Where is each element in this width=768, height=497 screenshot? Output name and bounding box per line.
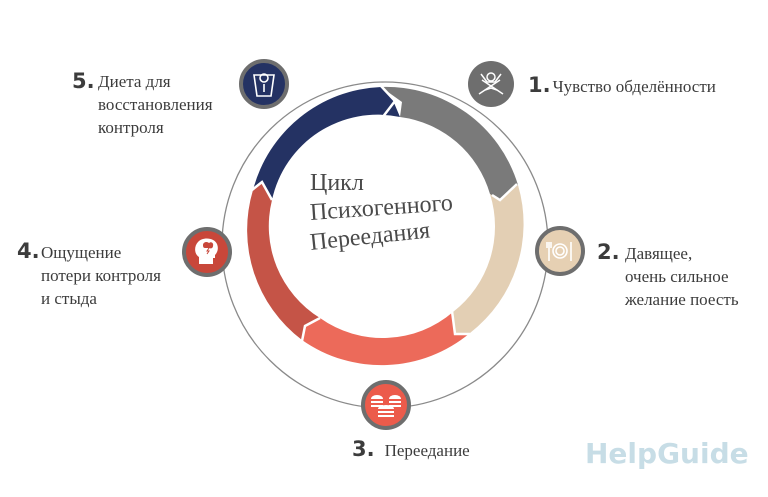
- stage-5-icon: [239, 59, 289, 109]
- stage-5-text-line-3: контроля: [98, 118, 164, 137]
- ring-segment-4: [247, 182, 320, 340]
- stage-5-text-line-2: восстановления: [98, 95, 213, 114]
- hands-tied-icon: [478, 72, 504, 95]
- burgers-icon: [371, 395, 401, 417]
- stage-4-label: 4. Ощущение потери контроля и стыда: [17, 239, 161, 310]
- stage-2-number: 2.: [597, 240, 620, 264]
- stage-4-text-line-2: потери контроля: [41, 266, 161, 285]
- ring-segment-5: [253, 87, 400, 200]
- stage-5-label: 5. Диета для восстановления контроля: [72, 70, 213, 139]
- stage-5-number: 5.: [72, 69, 95, 93]
- stage-2-text-line-3: желание поесть: [625, 290, 739, 309]
- plate-cutlery-icon: [546, 242, 572, 261]
- ring-segment-1: [381, 86, 518, 200]
- stage-1-icon: [468, 61, 514, 107]
- head-storm-icon: [195, 238, 218, 264]
- stage-4-text-line-1: Ощущение: [41, 243, 122, 262]
- stage-4-icon: [182, 227, 232, 277]
- stage-2-icon: [535, 226, 585, 276]
- scale-icon: [253, 73, 275, 97]
- center-title: Цикл Психогенного Переедания: [309, 168, 454, 258]
- stage-2-text-line-2: очень сильное: [625, 267, 729, 286]
- ring-segment-2: [453, 185, 524, 334]
- stage-1-text-line-1: Чувство обделённости: [552, 77, 716, 96]
- stage-4-number: 4.: [17, 239, 40, 263]
- stage-3-text-line-1: Переедание: [384, 441, 470, 460]
- stage-2-text-line-1: Давящее,: [625, 244, 693, 263]
- brand-logo: HelpGuide: [585, 437, 749, 470]
- stage-3-label: 3. Переедание: [352, 438, 470, 462]
- ring-segment-3: [302, 312, 470, 366]
- stage-2-label: 2. Давящее, очень сильное желание поесть: [597, 240, 739, 311]
- center-title-line-1: Цикл: [310, 170, 364, 196]
- stage-3-icon: [361, 380, 411, 430]
- stage-3-number: 3.: [352, 437, 375, 461]
- stage-1-label: 1.Чувство обделённости: [528, 74, 716, 98]
- stage-4-text-line-3: и стыда: [41, 289, 97, 308]
- stage-1-number: 1.: [528, 73, 551, 97]
- stage-5-text-line-1: Диета для: [98, 72, 171, 91]
